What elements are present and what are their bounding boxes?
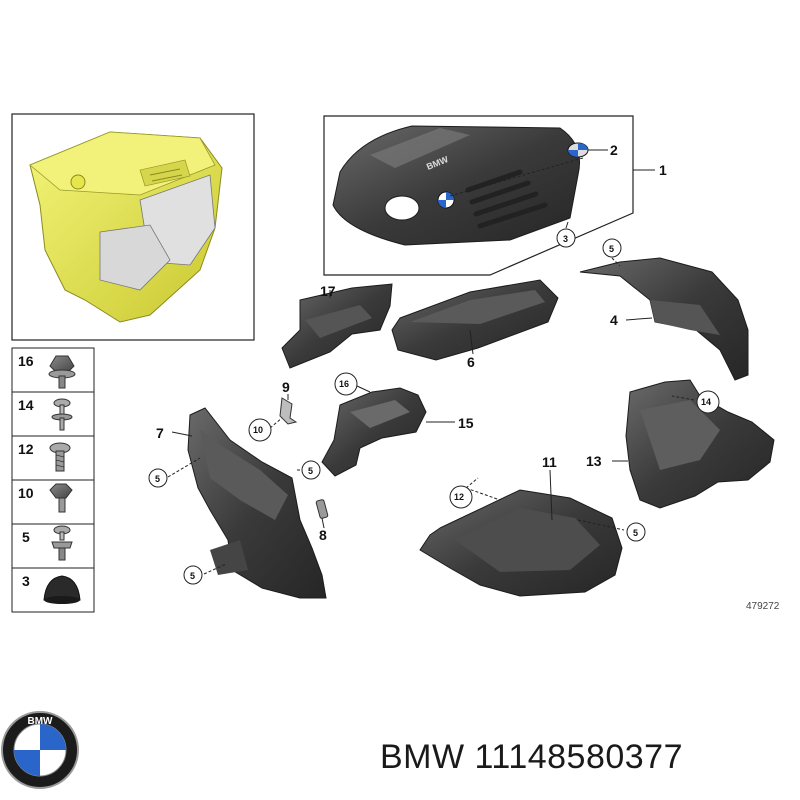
part-11-pan — [419, 489, 623, 597]
callout-5-left: 5 — [155, 474, 160, 484]
callout-3: 3 — [563, 234, 568, 244]
callout-11: 11 — [542, 454, 557, 470]
callout-8: 8 — [319, 527, 327, 543]
callout-10: 10 — [253, 425, 263, 435]
part-17-bracket — [281, 283, 393, 369]
callout-5-mid: 5 — [308, 466, 313, 476]
roundel-emblem-part — [567, 142, 589, 158]
legend-num-12: 12 — [18, 441, 34, 457]
part-8-stud — [315, 499, 329, 519]
grommet-3-icon — [43, 575, 81, 604]
callout-5-right: 5 — [633, 528, 638, 538]
callout-5-top: 5 — [609, 244, 614, 254]
callout-5-bottom: 5 — [190, 571, 195, 581]
engine-overview-panel — [11, 113, 255, 341]
legend-num-14: 14 — [18, 397, 34, 413]
bmw-logo: BMW — [1, 711, 79, 789]
part-number-caption: BMW 11148580377 — [380, 738, 683, 777]
part-6-cover — [391, 279, 559, 361]
callout-4: 4 — [610, 312, 618, 328]
callout-13: 13 — [586, 453, 602, 469]
callout-15: 15 — [458, 415, 474, 431]
callout-6: 6 — [467, 354, 475, 370]
bolt-10-icon — [49, 483, 73, 513]
screw-12-icon — [49, 442, 71, 472]
engine-cover-part: BMW — [332, 125, 580, 246]
engine-cover-panel: BMW — [323, 115, 655, 276]
part-4-shield — [579, 257, 749, 381]
callout-7: 7 — [156, 425, 164, 441]
callout-16: 16 — [339, 379, 349, 389]
legend-num-3: 3 — [22, 573, 30, 589]
diagram-reference-number: 479272 — [746, 601, 780, 612]
part-7-panel — [187, 407, 327, 599]
callout-17: 17 — [320, 283, 336, 299]
callout-2: 2 — [610, 142, 618, 158]
part-15-bracket — [321, 387, 427, 477]
fastener-legend: 16 14 12 10 5 3 — [11, 347, 95, 613]
callout-9: 9 — [282, 379, 290, 395]
legend-num-10: 10 — [18, 485, 34, 501]
legend-num-5: 5 — [22, 529, 30, 545]
engine-yellow-illustration — [29, 131, 223, 323]
screw-5-icon — [51, 525, 73, 561]
bolt-16-icon — [48, 355, 76, 389]
brand-name: BMW — [380, 738, 465, 776]
legend-num-16: 16 — [18, 353, 34, 369]
bmw-logo-letters: BMW — [28, 716, 54, 727]
callout-12: 12 — [454, 492, 464, 502]
screw-14-icon — [51, 398, 73, 431]
part-13-bracket — [625, 379, 775, 509]
callout-1: 1 — [659, 162, 667, 178]
part-number: 11148580377 — [474, 738, 684, 776]
part-9-clip — [279, 397, 298, 425]
callout-14: 14 — [701, 397, 711, 407]
